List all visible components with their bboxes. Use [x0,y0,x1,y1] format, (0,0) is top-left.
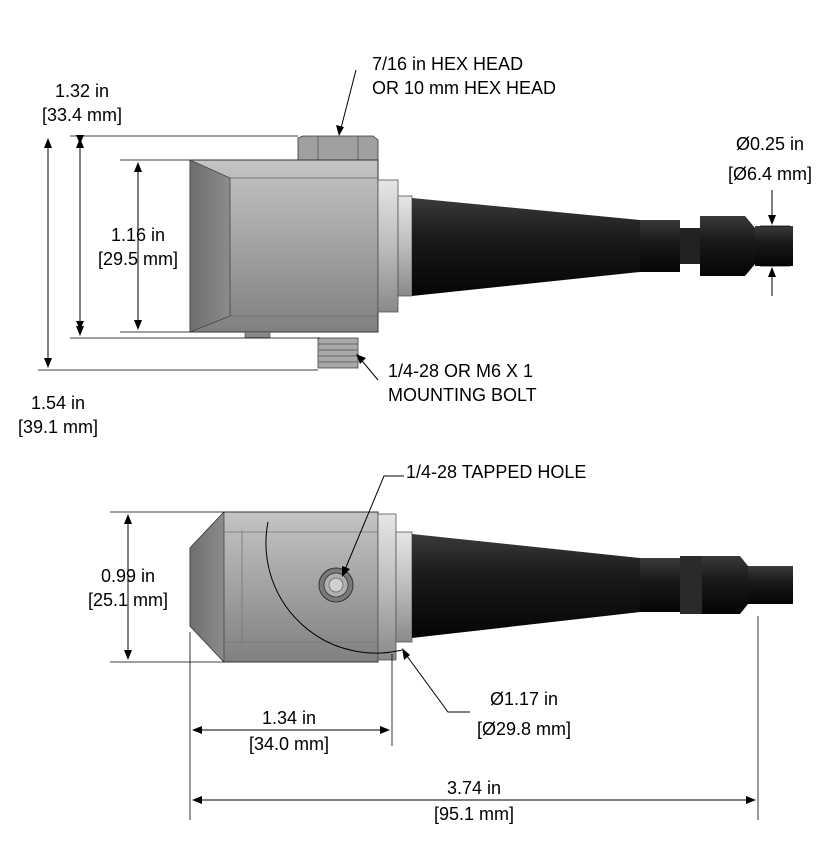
cable-bottom [412,534,793,638]
body-height-in: 1.16 in [111,225,165,245]
body-height-mm: [29.5 mm] [98,249,178,269]
overall-height-in: 1.32 in [55,81,109,101]
circle-dia-mm: [Ø29.8 mm] [477,719,571,739]
total-height-in: 1.54 in [31,393,85,413]
body-length-in: 1.34 in [262,708,316,728]
width-mm: [25.1 mm] [88,590,168,610]
connector-dia-in: Ø0.25 in [736,134,804,154]
width-in: 0.99 in [101,566,155,586]
overall-length-mm: [95.1 mm] [434,804,514,824]
connector-dia-mm: [Ø6.4 mm] [728,164,812,184]
mounting-bolt [317,337,359,369]
overall-length-in: 3.74 in [447,778,501,798]
bottom-view: 1/4-28 TAPPED HOLE 0.99 in [25.1 mm] 1.3… [88,462,793,824]
body-length-mm: [34.0 mm] [249,734,329,754]
mounting-bolt-line1: 1/4-28 OR M6 X 1 [388,361,533,381]
cable-strain-relief [412,198,793,296]
hex-head-line2: OR 10 mm HEX HEAD [372,78,556,98]
tapped-hole-label: 1/4-28 TAPPED HOLE [406,462,586,482]
total-height-mm: [39.1 mm] [18,417,98,437]
overall-height-mm: [33.4 mm] [42,105,122,125]
top-view: 7/16 in HEX HEAD OR 10 mm HEX HEAD 1.32 … [18,54,812,437]
sensor-body-side [189,159,413,339]
mounting-bolt-line2: MOUNTING BOLT [388,385,537,405]
hex-head-line1: 7/16 in HEX HEAD [372,54,523,74]
sensor-body-bottom [189,510,413,664]
circle-dia-in: Ø1.17 in [490,689,558,709]
hex-head [297,135,379,161]
